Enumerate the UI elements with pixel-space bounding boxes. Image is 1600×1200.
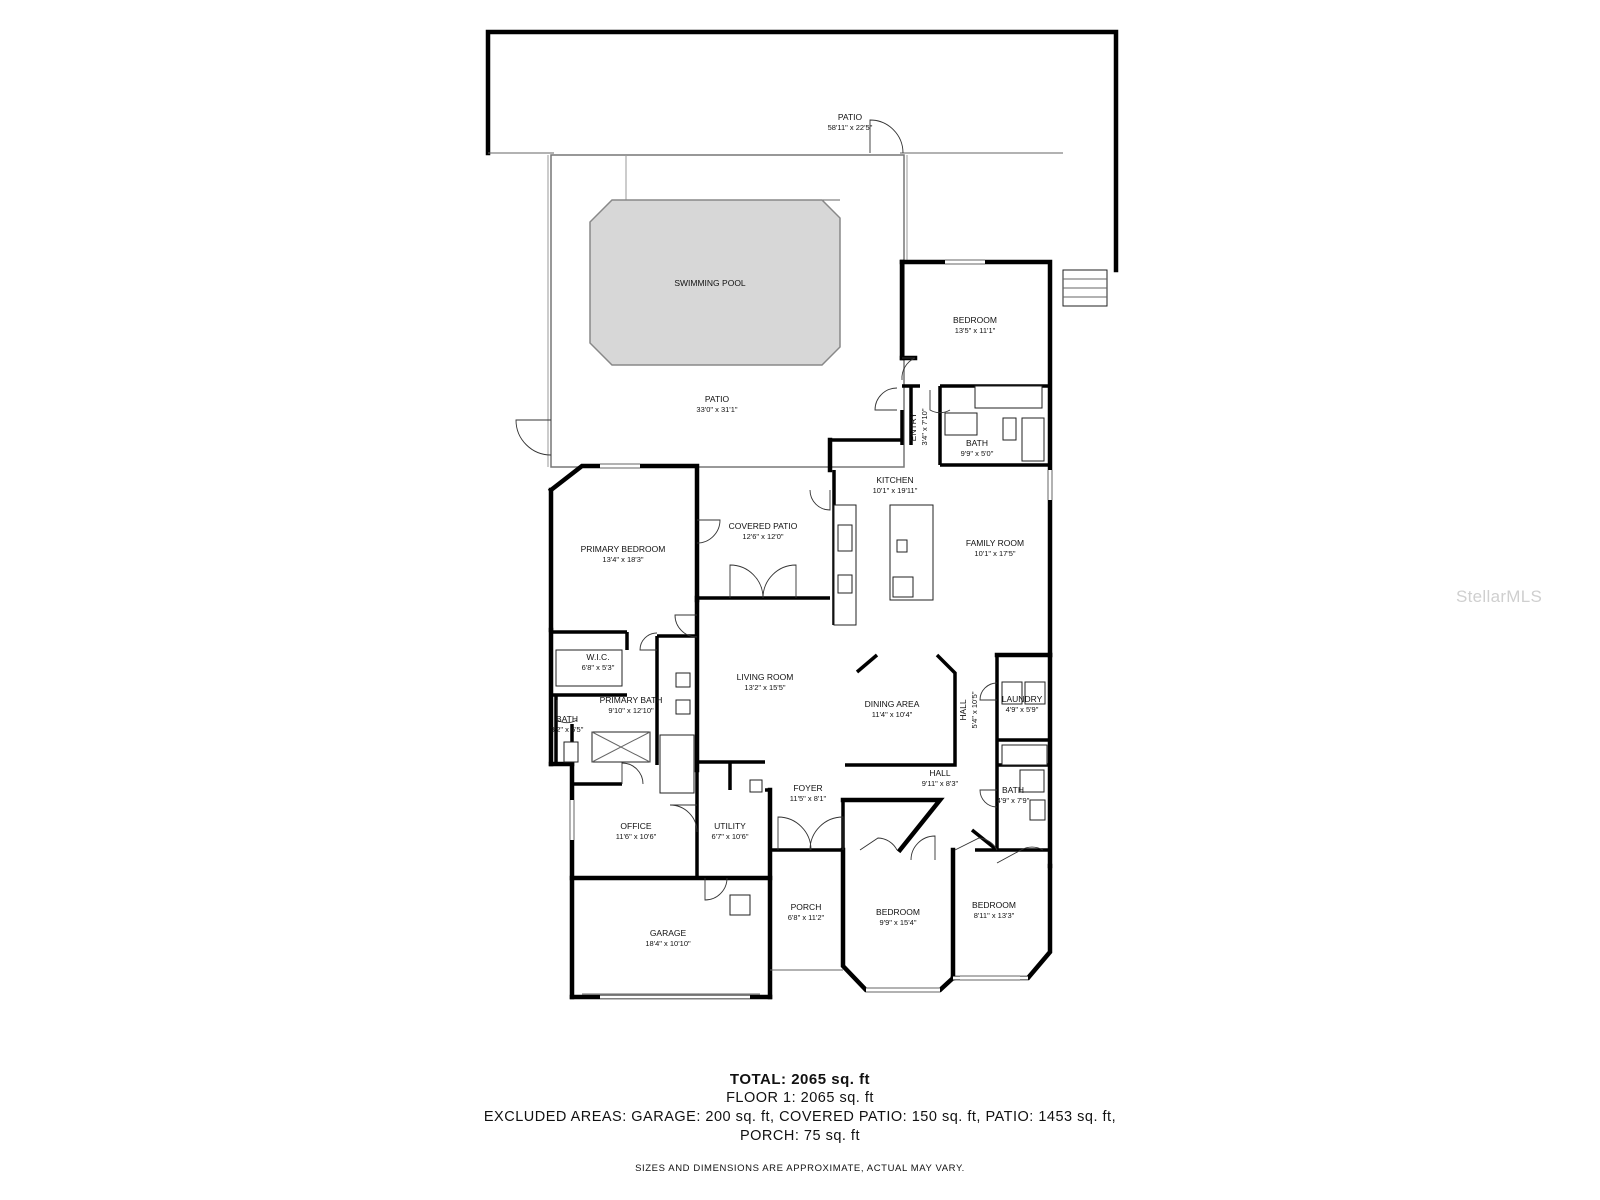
excluded-areas-line2: PORCH: 75 sq. ft (739, 1128, 860, 1144)
doors (556, 357, 1044, 901)
utility-dims: 6'7" x 10'6" (712, 832, 749, 841)
bedroom-s1-name: BEDROOM (876, 907, 920, 917)
area-summary: TOTAL: 2065 sq. ft FLOOR 1: 2065 sq. ft … (0, 1070, 1600, 1174)
hall-vertical-dims: 5'4" x 10'5" (970, 691, 979, 728)
entry-name: ENTRY (908, 412, 918, 441)
upper-patio-outline (485, 29, 1119, 307)
bath-small-name: BATH (556, 714, 578, 724)
kitchen-dims: 10'1" x 19'11" (873, 486, 918, 495)
primary-bedroom-dims: 13'4" x 18'3" (602, 555, 643, 564)
bath-small-dims: 3'2" x 6'5" (551, 725, 584, 734)
bath-ne-name: BATH (966, 438, 988, 448)
garage-dims: 18'4" x 10'10" (645, 939, 691, 948)
bath-se-name: BATH (1002, 785, 1024, 795)
total-area: TOTAL: 2065 sq. ft (729, 1071, 871, 1088)
porch-dims: 6'8" x 11'2" (788, 913, 825, 922)
watermark-logo: StellarMLS (1456, 587, 1543, 606)
bath-se-dims: 4'9" x 7'9" (997, 796, 1030, 805)
laundry-name: LAUNDRY (1002, 694, 1043, 704)
laundry-dims: 4'9" x 5'9" (1006, 705, 1039, 714)
pool-name: SWIMMING POOL (674, 278, 746, 288)
wic-name: W.I.C. (586, 652, 609, 662)
primary-bedroom-name: PRIMARY BEDROOM (581, 544, 666, 554)
dining-area-dims: 11'4" x 10'4" (872, 710, 913, 719)
primary-bath-name: PRIMARY BATH (600, 695, 663, 705)
kitchen-name: KITCHEN (876, 475, 913, 485)
floor-plan: PATIO 58'11" x 22'5" SWIMMING POOL PATIO… (485, 29, 1119, 1000)
house-walls (547, 259, 1053, 1000)
covered-patio-dims: 12'6" x 12'0" (742, 532, 783, 541)
bedroom-s1-dims: 9'9" x 15'4" (880, 918, 917, 927)
swimming-pool (589, 199, 841, 366)
covered-patio-name: COVERED PATIO (729, 521, 798, 531)
foyer-name: FOYER (793, 783, 822, 793)
office-name: OFFICE (620, 821, 651, 831)
room-labels: PATIO 58'11" x 22'5" SWIMMING POOL PATIO… (551, 112, 1043, 948)
family-room-dims: 10'1" x 17'5" (974, 549, 1015, 558)
family-room-name: FAMILY ROOM (966, 538, 1024, 548)
patio-pool-dims: 33'0" x 31'1" (696, 405, 737, 414)
bedroom-s2-name: BEDROOM (972, 900, 1016, 910)
patio-pool-name: PATIO (705, 394, 730, 404)
floor-area: FLOOR 1: 2065 sq. ft (726, 1090, 874, 1106)
living-room-name: LIVING ROOM (737, 672, 794, 682)
garage-name: GARAGE (650, 928, 687, 938)
hall-name: HALL (929, 768, 951, 778)
porch-name: PORCH (791, 902, 822, 912)
patio-top-dims: 58'11" x 22'5" (828, 123, 873, 132)
patio-top-name: PATIO (838, 112, 863, 122)
bedroom-s2-dims: 8'11" x 13'3" (974, 911, 1015, 920)
windows (569, 259, 1053, 999)
hall-vertical-name: HALL (958, 699, 968, 721)
bedroom-ne-name: BEDROOM (953, 315, 997, 325)
fixtures (555, 385, 1048, 916)
primary-bath-dims: 9'10" x 12'10" (608, 706, 654, 715)
foyer-dims: 11'5" x 8'1" (790, 794, 827, 803)
wic-dims: 6'8" x 5'3" (582, 663, 615, 672)
utility-name: UTILITY (714, 821, 746, 831)
exterior-steps (1062, 269, 1108, 307)
bedroom-ne-dims: 13'5" x 11'1" (955, 326, 996, 335)
living-room-dims: 13'2" x 15'5" (744, 683, 785, 692)
dining-area-name: DINING AREA (865, 699, 920, 709)
hall-dims: 9'11" x 8'3" (922, 779, 959, 788)
bath-ne-dims: 9'9" x 5'0" (961, 449, 994, 458)
office-dims: 11'6" x 10'6" (616, 832, 657, 841)
entry-dims: 3'4" x 7'10" (920, 408, 929, 445)
excluded-areas-line1: EXCLUDED AREAS: GARAGE: 200 sq. ft, COVE… (483, 1109, 1117, 1125)
disclaimer: SIZES AND DIMENSIONS ARE APPROXIMATE, AC… (635, 1163, 965, 1174)
